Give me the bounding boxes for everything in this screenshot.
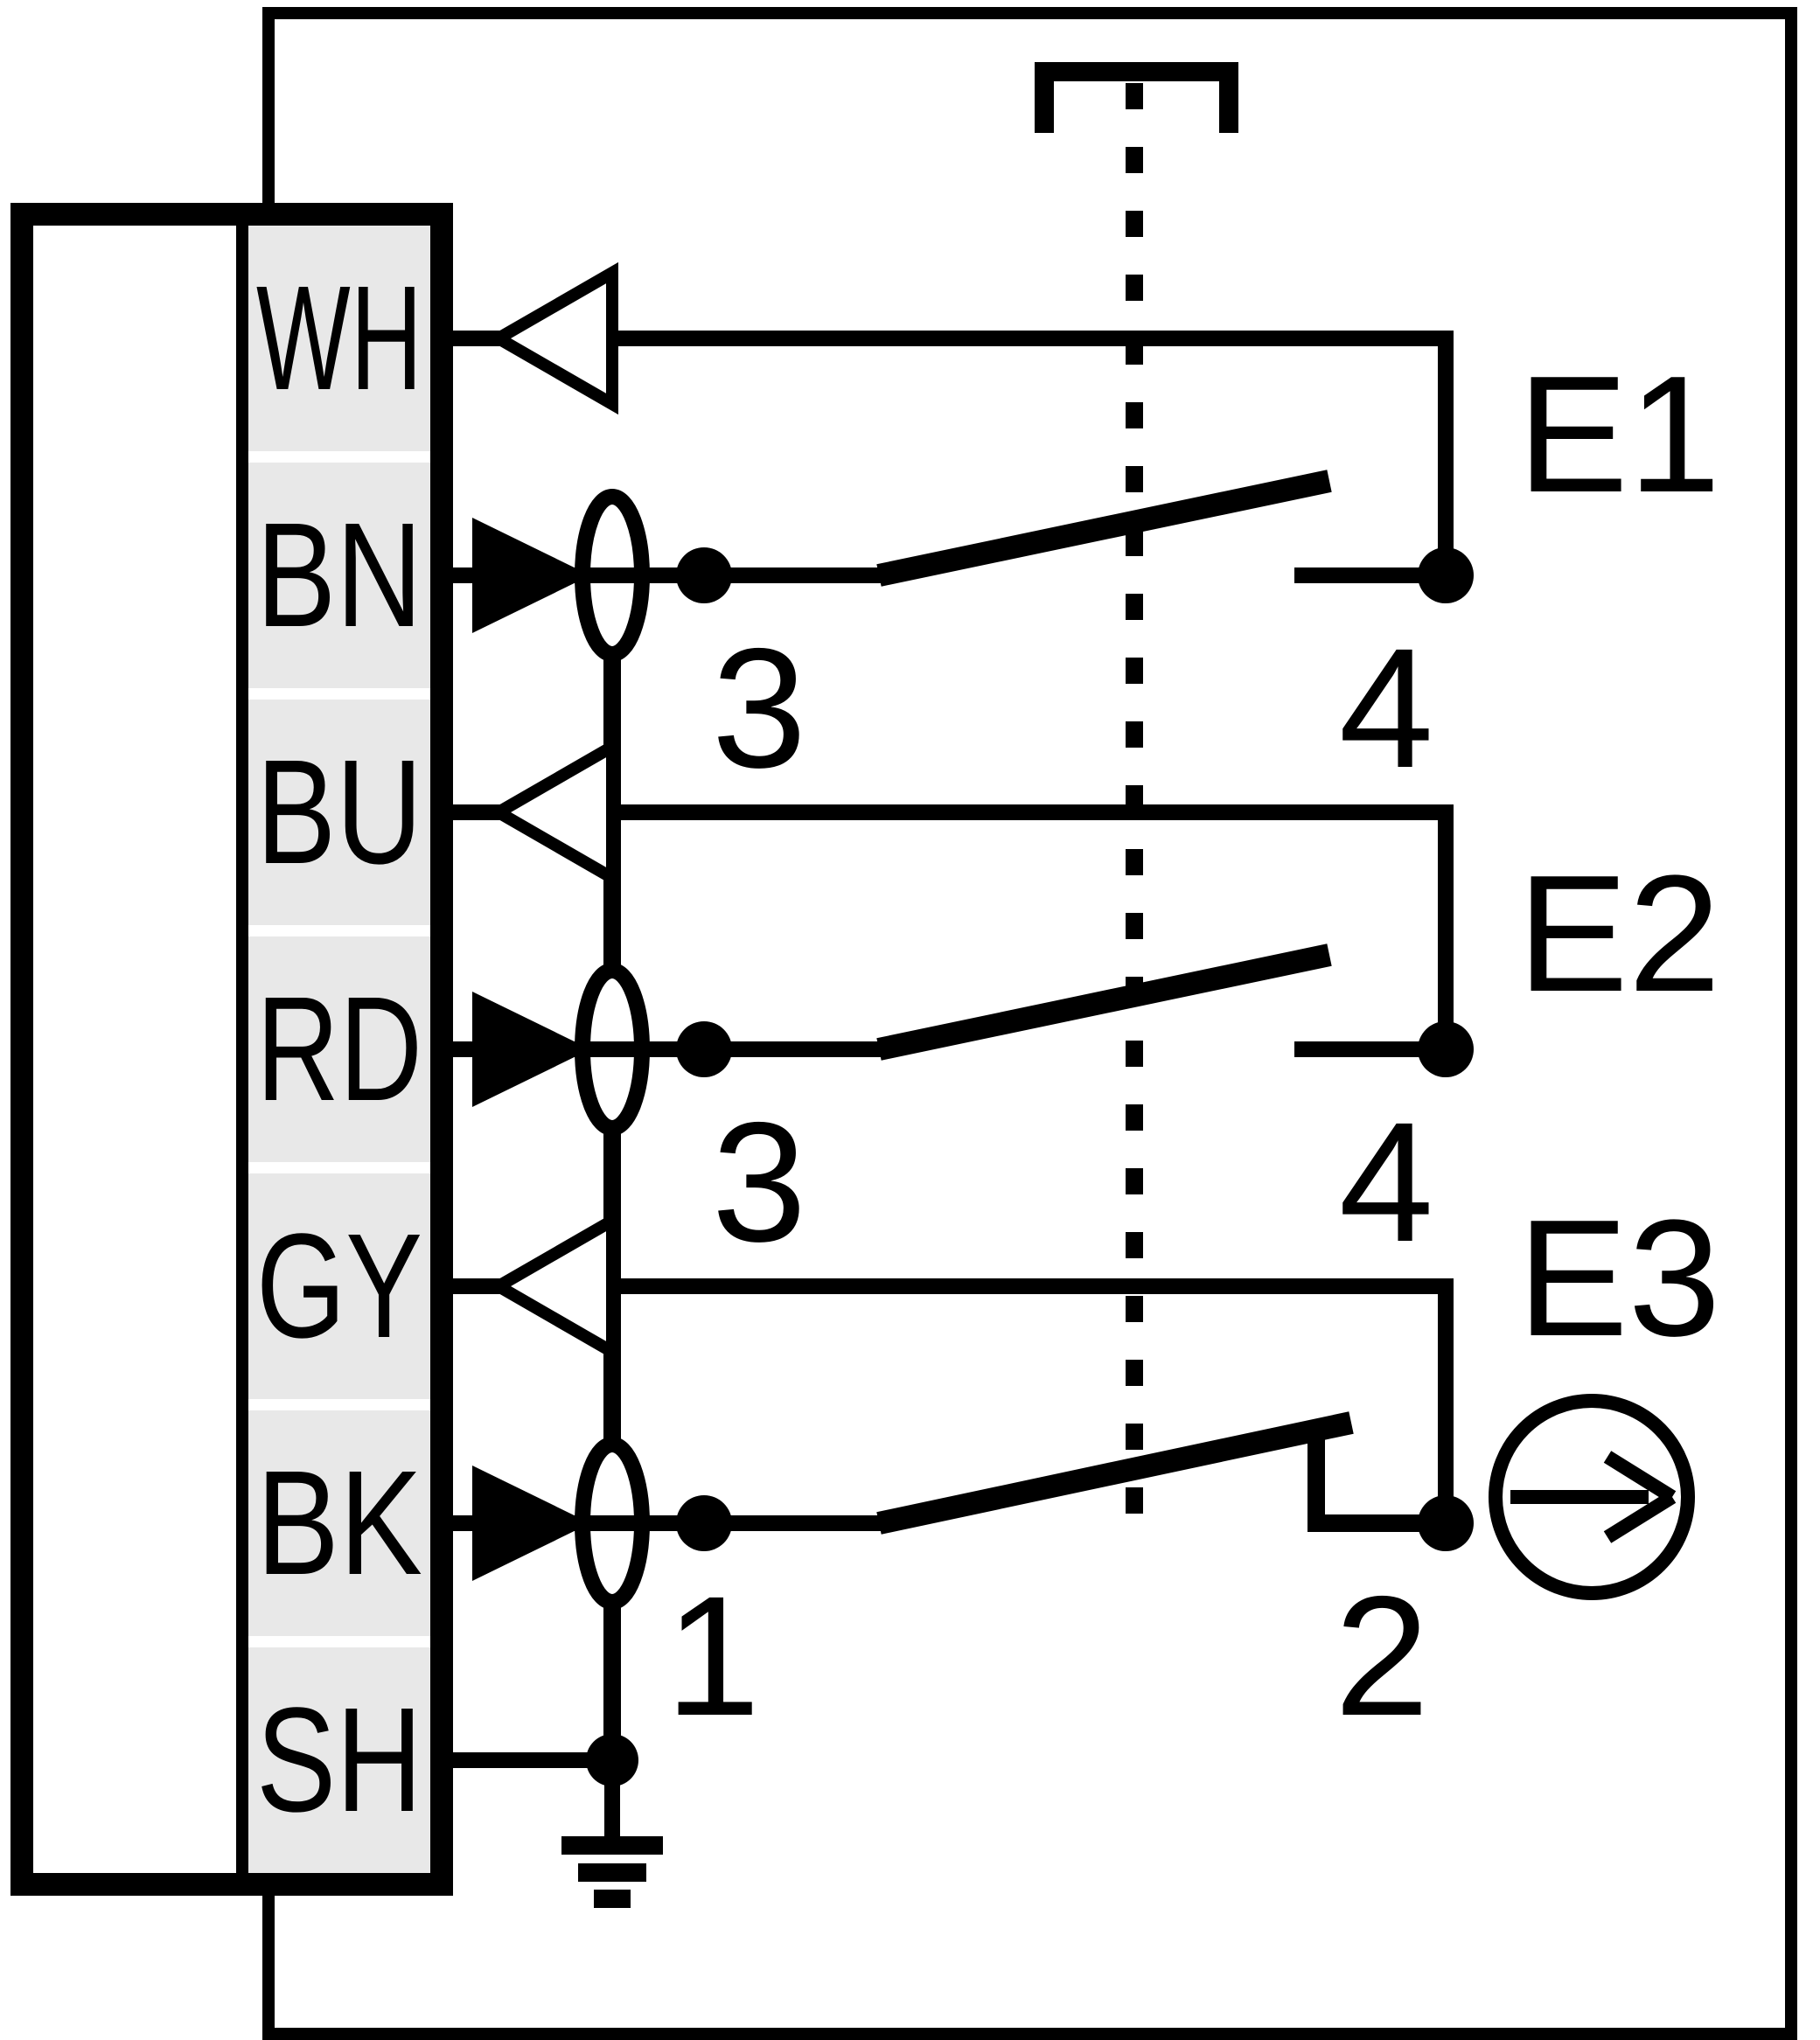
- ground-bar-1: [561, 1836, 663, 1855]
- terminal-cell-rd: [248, 936, 430, 1162]
- contact-dot-e3-left: [676, 1495, 732, 1551]
- contact-dot-e3-right: [1418, 1495, 1474, 1551]
- terminal-cell-bu: [248, 700, 430, 925]
- contact-dot-e1-left: [676, 547, 732, 603]
- terminal-cell-label-wh: WH: [256, 255, 422, 421]
- wire-gy-to-e3: [430, 1278, 1454, 1523]
- terminal-block-divider: [236, 226, 248, 1873]
- terminal-cell-label-sh: SH: [256, 1677, 422, 1843]
- terminal-block: WH BN BU RD GY BK SH: [10, 203, 453, 1896]
- actuator-bracket-icon: [1035, 62, 1238, 133]
- arrow-in-icon-rd: [472, 992, 590, 1107]
- switch-label-e1: E1: [1517, 342, 1720, 527]
- pin-number-e3-left: 1: [666, 1561, 760, 1751]
- terminal-cell-bk: [248, 1410, 430, 1636]
- switch-label-e2: E2: [1517, 841, 1720, 1027]
- contact-dot-e2-right: [1418, 1021, 1474, 1077]
- actuation-direction-icon: [1489, 1394, 1695, 1600]
- switch-blade-e2: [876, 943, 1332, 1061]
- arrow-out-icon-bu: [485, 735, 618, 889]
- arrow-out-icon-gy: [485, 1209, 618, 1363]
- terminal-cell-label-bn: BN: [256, 492, 422, 658]
- pin-number-e3-right: 2: [1335, 1561, 1429, 1751]
- arrow-in-icon-bn: [472, 518, 590, 633]
- terminal-cell-label-rd: RD: [256, 966, 422, 1132]
- actuation-circle: [1489, 1394, 1695, 1600]
- switch-blade-e1: [876, 470, 1332, 587]
- ground-symbol-icon: [561, 1760, 663, 1908]
- terminal-cell-wh: [248, 226, 430, 451]
- ground-bar-2: [578, 1863, 646, 1882]
- pin-number-e2-right: 4: [1339, 1087, 1433, 1278]
- contact-hook-e3: [1307, 1431, 1439, 1532]
- contact-dot-e2-left: [676, 1021, 732, 1077]
- terminal-cell-sh: [248, 1647, 430, 1873]
- terminal-cell-gy: [248, 1173, 430, 1399]
- ground-bar-3: [594, 1890, 631, 1908]
- terminal-cell-label-bk: BK: [256, 1440, 422, 1606]
- arrow-in-icon-bk: [472, 1466, 590, 1581]
- wire-wh-to-e1: [430, 331, 1454, 575]
- terminal-cell-label-bu: BU: [256, 729, 422, 895]
- arrow-out-icon-wh: [485, 261, 618, 415]
- contact-dot-e1-right: [1418, 547, 1474, 603]
- terminal-cell-bn: [248, 463, 430, 688]
- switch-label-e3: E3: [1517, 1186, 1720, 1371]
- enclosure-frame: [262, 7, 1797, 2040]
- terminal-cell-label-gy: GY: [256, 1203, 422, 1369]
- actuation-arrow-head: [1603, 1451, 1677, 1543]
- wire-bu-to-e2: [430, 804, 1454, 1049]
- switch-blade-e3: [876, 1411, 1354, 1535]
- pin-number-e2-left: 3: [712, 1087, 806, 1278]
- pin-number-e1-right: 4: [1339, 613, 1433, 804]
- pin-number-e1-left: 3: [712, 613, 806, 804]
